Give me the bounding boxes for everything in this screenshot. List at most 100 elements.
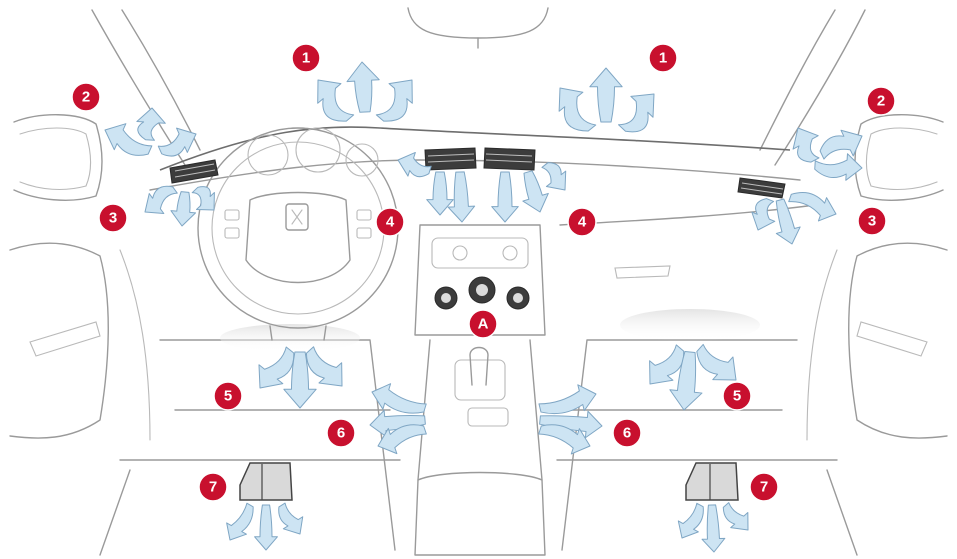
arrow-4l-a bbox=[426, 171, 454, 216]
right-door-panel bbox=[848, 242, 948, 439]
marker-6-right: 6 bbox=[612, 418, 642, 448]
rear-vent-left bbox=[239, 462, 293, 501]
marker-4-left-label: 4 bbox=[386, 214, 395, 231]
marker-6-left-label: 6 bbox=[337, 425, 345, 442]
radio-knob-right bbox=[502, 245, 518, 261]
wheel-button-right-2 bbox=[356, 227, 372, 239]
marker-a-circle bbox=[468, 309, 498, 339]
console-tray bbox=[467, 407, 509, 427]
marker-a-label: A bbox=[478, 316, 489, 333]
arrow-2l-c bbox=[157, 127, 197, 157]
marker-5-right-label: 5 bbox=[733, 388, 741, 405]
left-a-pillar-inner bbox=[121, 9, 201, 151]
arrow-5l-c bbox=[305, 346, 343, 387]
left-side-mirror-inner bbox=[19, 127, 92, 190]
arrow-7l-a bbox=[226, 502, 254, 541]
radio-panel bbox=[431, 237, 529, 269]
marker-2-left-circle bbox=[71, 82, 101, 112]
vent-center-left bbox=[424, 147, 477, 171]
left-side-mirror bbox=[13, 114, 103, 201]
shade-right bbox=[620, 309, 760, 341]
left-door-handle bbox=[29, 321, 101, 357]
arrow-4r-b bbox=[522, 170, 549, 213]
climate-knob-left-cap bbox=[441, 293, 451, 303]
arrow-2r-a bbox=[792, 127, 820, 163]
arrow-7r-a bbox=[677, 502, 704, 539]
arrow-7r-b bbox=[701, 504, 726, 553]
left-lower-trim bbox=[119, 249, 151, 441]
arrow-4r-c bbox=[541, 162, 567, 191]
marker-layer: 1 1 2 2 3 3 4 4 bbox=[71, 43, 896, 502]
marker-4-left-circle bbox=[375, 207, 405, 237]
marker-5-left: 5 bbox=[213, 381, 243, 411]
steering-hub bbox=[245, 191, 351, 284]
right-side-mirror-inner bbox=[865, 127, 938, 190]
left-a-pillar bbox=[91, 9, 186, 166]
glovebox-slot bbox=[614, 265, 671, 279]
vent-center-right-slats bbox=[485, 153, 533, 163]
arrow-1r-c bbox=[618, 93, 655, 133]
arrow-6l-c bbox=[377, 424, 427, 455]
arrow-5l-b bbox=[283, 351, 317, 409]
arrow-3l-a bbox=[144, 185, 178, 215]
arrow-2l-a bbox=[104, 123, 153, 156]
arrow-6r-c bbox=[538, 424, 591, 455]
wheel-button-left-2 bbox=[224, 227, 240, 239]
marker-3-right-circle bbox=[857, 206, 887, 236]
emblem-mark bbox=[291, 209, 303, 225]
marker-1-left-circle bbox=[291, 43, 321, 73]
armrest bbox=[414, 471, 546, 556]
arrow-7r-c bbox=[722, 502, 749, 531]
right-door-handle bbox=[856, 321, 928, 357]
steering-wheel bbox=[197, 127, 399, 341]
marker-6-left: 6 bbox=[326, 418, 356, 448]
arrow-4r-a bbox=[491, 171, 519, 223]
arrow-2r-c bbox=[814, 153, 863, 181]
cluster-dial-right bbox=[345, 143, 379, 177]
marker-7-right-circle bbox=[749, 472, 779, 502]
marker-1-right: 1 bbox=[648, 43, 678, 73]
arrow-2r-b bbox=[819, 129, 863, 160]
vent-left-side-slats bbox=[174, 163, 216, 178]
dashboard-top-edge bbox=[159, 126, 791, 171]
arrow-1l-c bbox=[375, 79, 413, 122]
arrow-1l-a bbox=[317, 79, 355, 122]
arrow-5l-a bbox=[258, 346, 295, 389]
marker-4-right: 4 bbox=[567, 207, 597, 237]
marker-7-left-circle bbox=[198, 472, 228, 502]
radio-knob-left bbox=[452, 245, 468, 261]
rear-floor-vents bbox=[239, 462, 739, 501]
rear-view-mirror bbox=[407, 7, 549, 39]
arrow-4l-c bbox=[397, 151, 432, 178]
marker-1-left-label: 1 bbox=[302, 50, 310, 67]
steering-column bbox=[269, 325, 327, 341]
airflow-arrows bbox=[104, 61, 863, 553]
arrow-3l-b bbox=[170, 191, 197, 227]
marker-6-right-label: 6 bbox=[623, 425, 631, 442]
marker-3-left-label: 3 bbox=[109, 210, 117, 227]
arrow-2l-b bbox=[136, 107, 166, 141]
arrow-7l-c bbox=[278, 502, 304, 535]
center-console bbox=[414, 224, 671, 556]
arrow-6r-a bbox=[538, 384, 597, 415]
gear-lever bbox=[469, 346, 489, 386]
right-seat-outline bbox=[561, 339, 798, 551]
center-stack bbox=[414, 224, 546, 336]
climate-knob-right-cap bbox=[513, 293, 523, 303]
marker-1-right-label: 1 bbox=[659, 50, 667, 67]
arrow-6l-a bbox=[371, 383, 427, 414]
gear-lever-base bbox=[454, 359, 506, 401]
marker-5-left-circle bbox=[213, 381, 243, 411]
left-rear-seat bbox=[99, 459, 401, 556]
wheel-button-left-1 bbox=[224, 209, 240, 221]
marker-2-right-circle bbox=[866, 86, 896, 116]
marker-4-right-circle bbox=[567, 207, 597, 237]
marker-a: A bbox=[468, 309, 498, 339]
arrow-1r-a bbox=[558, 87, 597, 132]
marker-3-left-circle bbox=[98, 203, 128, 233]
marker-7-right: 7 bbox=[749, 472, 779, 502]
arrow-1l-b bbox=[346, 61, 380, 113]
arrow-4l-b bbox=[447, 171, 476, 223]
